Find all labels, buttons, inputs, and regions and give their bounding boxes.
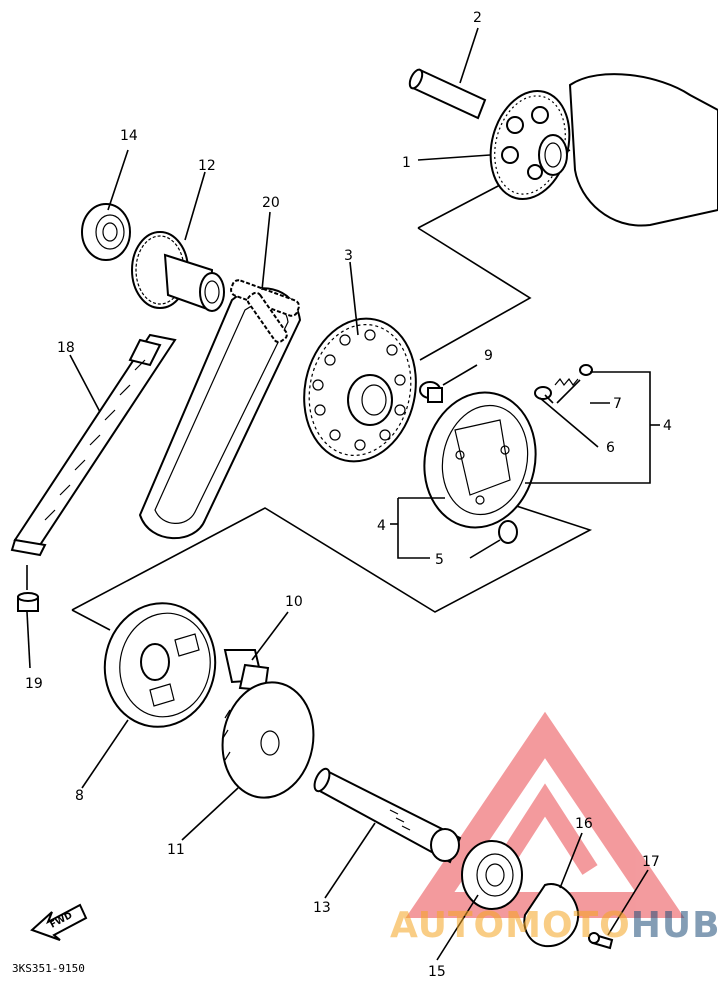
callout-7: 7 [613,396,622,412]
part-16-plate [523,883,580,948]
part-19-bolt [17,565,39,612]
callout-2: 2 [473,10,482,26]
callout-20: 20 [262,195,280,211]
part-17-screw [588,932,614,950]
callout-labels: 2 1 14 12 20 3 18 9 7 4 6 4 5 10 19 8 11… [25,10,672,980]
watermark-part2: HUB [631,905,718,946]
part-3-sprocket [303,317,417,463]
assembly-outline-lower [71,499,593,631]
part-5-roller [498,520,518,544]
chain-links [230,279,300,343]
part-7-spring [554,364,593,387]
fwd-arrow-icon: FWD [30,903,88,941]
part-2-shaft [408,68,487,120]
part-6-cap [534,386,552,400]
part-4-clutch-assembly [423,391,537,529]
part-11-drive-plate [221,681,315,799]
callout-5: 5 [435,552,444,568]
callout-1: 1 [402,155,411,171]
part-14-bearing [81,203,131,261]
part-13-shaft [313,767,462,864]
callout-16: 16 [575,816,593,832]
part-9-bushing [419,381,443,403]
part-12-idler-gear [131,231,225,312]
callout-13: 13 [313,900,331,916]
diagram-code: 3KS351-9150 [12,962,85,975]
callout-11: 11 [167,842,185,858]
part-8-clutch-hub [103,602,217,728]
callout-3: 3 [344,248,353,264]
callout-10: 10 [285,594,303,610]
part-18-chain-guide [10,333,177,557]
callout-4a: 4 [663,418,672,434]
callout-18: 18 [57,340,75,356]
part-20-chain [138,279,302,540]
callout-15: 15 [428,964,446,980]
svg-text:AUTOMOTOHUB: AUTOMOTOHUB [390,905,718,946]
callout-9: 9 [484,348,493,364]
leader-lines [26,27,660,961]
chain-guide-teeth [44,359,146,521]
callout-19: 19 [25,676,43,692]
part-1-starter-gear [489,73,718,227]
callout-14: 14 [120,128,138,144]
watermark-text: AUTOMOTOHUB [390,905,718,946]
callout-4b: 4 [377,518,386,534]
sprocket-holes [312,329,406,451]
watermark-part1: AUTOMOTO [390,905,631,946]
callout-12: 12 [198,158,216,174]
callout-8: 8 [75,788,84,804]
callout-17: 17 [642,854,660,870]
part-15-bearing [461,840,523,910]
callout-6: 6 [606,440,615,456]
